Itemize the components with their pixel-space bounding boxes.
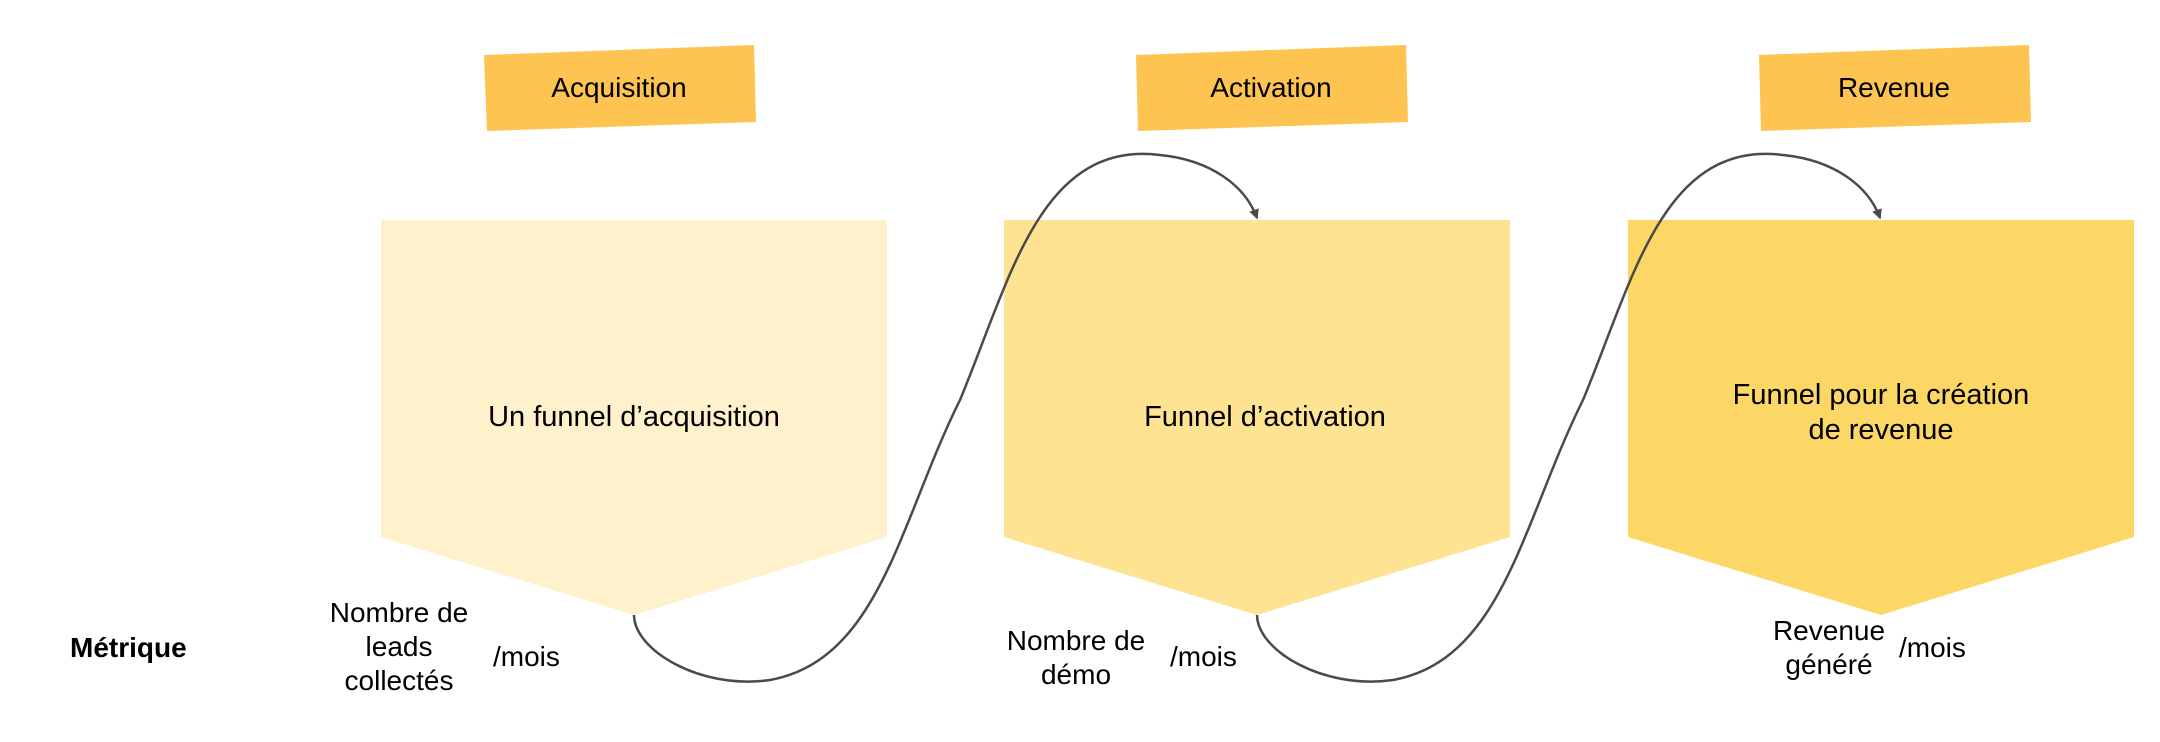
metric-label-line: collectés <box>344 665 454 696</box>
funnel-activation <box>1004 220 1510 615</box>
metric-unit: /mois <box>1899 632 1966 663</box>
metric-label-activation: Nombre de démo <box>981 624 1171 692</box>
metric-unit: /mois <box>493 641 560 672</box>
stage-tag-revenue <box>1759 45 2031 131</box>
funnel-label-line: Funnel pour la création <box>1732 379 2030 411</box>
connector-activation-to-revenue <box>1255 152 1882 683</box>
funnel-revenue <box>1628 220 2134 615</box>
metric-label-line: Revenue <box>1772 615 1886 646</box>
funnel-label-revenue: Funnel pour la création de revenue <box>1671 378 2091 448</box>
stage-tag-label: Acquisition <box>551 72 687 103</box>
metric-unit: /mois <box>1170 641 1237 672</box>
metric-label-line: Nombre de <box>1006 625 1146 656</box>
stage-tag-label: Revenue <box>1837 72 1951 103</box>
stage-tag-label: Activation <box>1210 72 1332 103</box>
connector-acquisition-to-activation <box>632 152 1259 683</box>
metric-row-label: Métrique <box>70 632 187 663</box>
metric-label-acquisition: Nombre de leads collectés <box>304 596 494 698</box>
funnel-label-line: Funnel d’activation <box>1144 401 1386 433</box>
metric-label-line: Nombre de <box>329 597 469 628</box>
metric-label-line: démo <box>1040 659 1112 690</box>
stage-tag-activation <box>1136 45 1408 131</box>
funnel-label-line: de revenue <box>1808 414 1954 446</box>
stage-tag-acquisition <box>484 45 756 131</box>
metric-label-line: leads <box>365 631 433 662</box>
funnel-label-activation: Funnel d’activation <box>1055 400 1475 435</box>
funnel-label-line: Un funnel d’acquisition <box>488 401 780 433</box>
funnel-acquisition <box>381 220 887 615</box>
metric-label-line: généré <box>1785 649 1873 680</box>
metric-label-revenue: Revenue généré <box>1734 614 1924 682</box>
funnel-label-acquisition: Un funnel d’acquisition <box>424 400 844 435</box>
